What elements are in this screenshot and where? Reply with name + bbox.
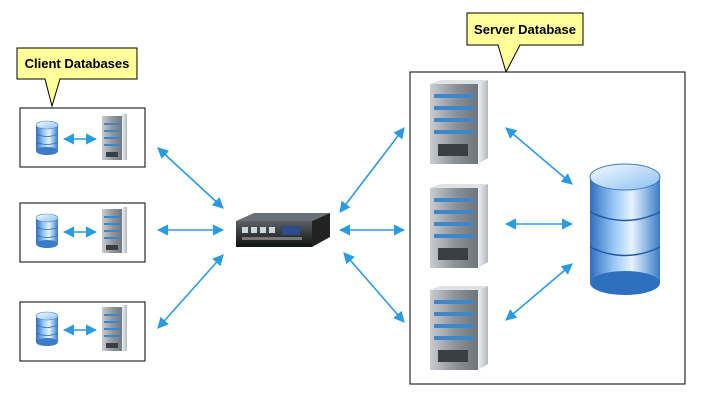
client-databases-callout: Client Databases [16,47,138,108]
database-icon [35,213,59,248]
bidirectional-arrow-icon [157,254,224,329]
client-box-3 [19,301,146,362]
bidirectional-arrow-icon [505,263,573,321]
server-icon [430,184,488,268]
switch-server-links [338,127,406,323]
client-databases-label: Client Databases [25,56,130,71]
database-icon [35,311,59,346]
client-switch-links [156,147,225,329]
client-box-1 [19,107,146,168]
bidirectional-arrow-icon [343,252,405,323]
server-icon [102,207,127,253]
server-icon [430,80,488,164]
server-database-box [409,71,686,385]
bidirectional-arrow-icon [157,147,224,209]
bidirectional-arrow-icon [339,127,405,213]
database-icon [589,163,661,295]
database-icon [35,120,59,155]
server-database-callout: Server Database [466,12,584,74]
server-database-label: Server Database [474,22,576,37]
bidirectional-arrow-icon [505,127,573,185]
network-switch-icon [236,213,330,247]
client-box-2 [19,202,146,263]
server-icon [102,305,127,351]
server-icon [102,114,127,160]
server-icon [430,286,488,370]
